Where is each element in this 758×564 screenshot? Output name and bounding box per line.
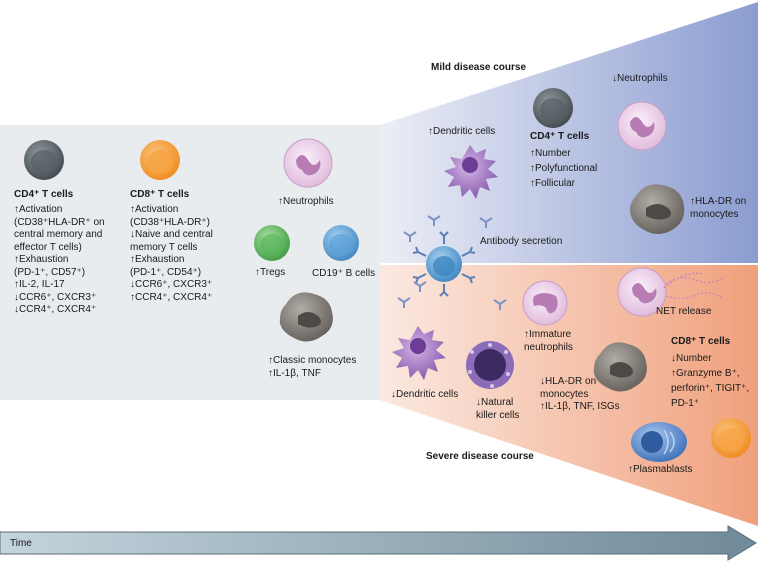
early-cd8-cell [140, 140, 180, 180]
text-line: ↓CCR6⁺, CXCR3⁺ [14, 291, 97, 303]
early-cd4-title: CD4⁺ T cells [14, 189, 74, 200]
text-line: perforin⁺, TIGIT⁺, [671, 383, 750, 394]
severe-cd8-cell [711, 418, 751, 458]
antibody-icon [397, 215, 507, 310]
plasmablast-cell [631, 422, 687, 462]
early-monocytes-label: ↑Classic monocytes↑IL-1β, TNF [268, 355, 356, 380]
text-line: ↑IL-2, IL-17 [14, 279, 65, 290]
text-line: ↓Natural [476, 397, 514, 408]
text-line: (PD-1⁺, CD54⁺) [130, 266, 202, 278]
text-line: ↑Exhaustion [14, 254, 69, 265]
severe-monocyte-cell [593, 342, 647, 392]
b-cell [323, 225, 359, 261]
mild-cd4-title: CD4⁺ T cells [530, 131, 590, 142]
treg-cell [254, 225, 290, 261]
mild-neutrophil-cell [617, 101, 667, 151]
severe-cd8-title: CD8⁺ T cells [671, 336, 731, 347]
text-line: ↑Activation [130, 204, 179, 215]
text-line: killer cells [476, 409, 520, 421]
text-line: ↑Activation [14, 204, 63, 215]
mild-dendritic-cell [444, 145, 498, 199]
early-neutrophils-label: ↑Neutrophils [278, 196, 334, 207]
text-line: ↑IL-1β, TNF, ISGs [540, 401, 620, 412]
text-line: monocytes [690, 208, 739, 220]
early-neutrophil-cell [283, 138, 333, 188]
text-line: ↑Granzyme B⁺, [671, 368, 740, 379]
early-cd8-details: ↑Activation(CD38⁺HLA-DR⁺)↓Naive and cent… [130, 204, 213, 304]
mild-neutrophils-label: ↓Neutrophils [612, 73, 668, 84]
text-line: ↑Follicular [530, 178, 576, 189]
plasmablasts-label: ↑Plasmablasts [628, 464, 693, 475]
text-line: effector T cells) [14, 241, 82, 253]
severe-dendritic-label: ↓Dendritic cells [391, 389, 459, 400]
text-line: ↑Immature [524, 329, 572, 340]
tregs-label: ↑Tregs [255, 267, 286, 278]
text-line: PD-1⁺ [671, 398, 700, 409]
antibody-secretion-label: Antibody secretion [480, 236, 563, 247]
early-cd8-title: CD8⁺ T cells [130, 189, 190, 200]
severe-dendritic-cell [392, 326, 446, 380]
text-line: central memory and [14, 229, 103, 240]
antibody-secreting-cell [412, 231, 476, 297]
mild-monocyte-cell [630, 184, 685, 234]
text-line: (CD38⁺HLA-DR⁺ on [14, 216, 105, 228]
text-line: ↑IL-1β, TNF [268, 367, 321, 379]
text-line: ↓Number [671, 353, 712, 364]
natural-killer-cell [466, 341, 514, 389]
text-line: monocytes [540, 388, 589, 400]
mild-dendritic-label: ↑Dendritic cells [428, 126, 496, 137]
time-label: Time [10, 538, 32, 549]
text-line: memory T cells [130, 241, 198, 253]
mild-cd4-details: ↑Number ↑Polyfunctional ↑Follicular [530, 146, 597, 191]
text-line: ↑Exhaustion [130, 254, 185, 265]
text-line: ↓CCR4⁺, CXCR4⁺ [14, 304, 97, 315]
text-line: ↑Classic monocytes [268, 355, 357, 366]
severe-title: Severe disease course [426, 451, 534, 462]
severe-net-neutrophil-cell [617, 267, 725, 317]
bcells-label: CD19⁺ B cells [312, 268, 376, 279]
text-line: ↑HLA-DR on [690, 196, 747, 207]
severe-cd8-details: ↓Number ↑Granzyme B⁺, perforin⁺, TIGIT⁺, PD… [671, 351, 749, 411]
early-monocyte-cell [279, 292, 333, 342]
net-release-label: NET release [656, 306, 712, 317]
early-cd4-cell [24, 140, 64, 180]
text-line: ↑Polyfunctional [530, 163, 598, 174]
text-line: neutrophils [524, 341, 573, 353]
mild-title: Mild disease course [431, 62, 527, 73]
text-line: (PD-1⁺, CD57⁺) [14, 266, 86, 278]
text-line: (CD38⁺HLA-DR⁺) [130, 216, 211, 228]
text-line: ↓HLA-DR on [540, 376, 597, 387]
text-line: ↓Naive and central [130, 229, 213, 240]
time-arrow [0, 525, 757, 561]
text-line: ↓CCR6⁺, CXCR3⁺ [130, 279, 213, 290]
text-line: ↑Number [530, 148, 571, 159]
text-line: ↑CCR4⁺, CXCR4⁺ [130, 291, 213, 303]
mild-cd4-cell [533, 88, 573, 128]
immature-neutrophil-cell [522, 280, 568, 326]
